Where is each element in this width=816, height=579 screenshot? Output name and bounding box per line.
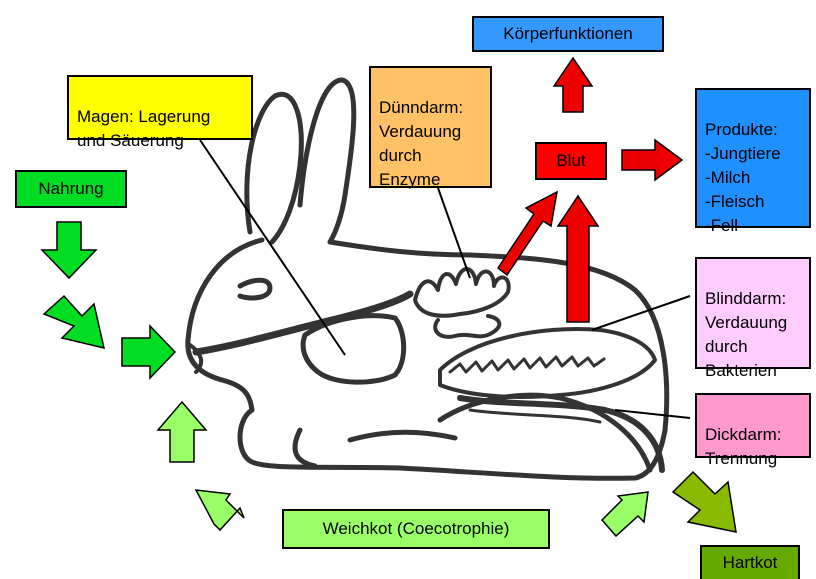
arrow-nahrung-diagonal — [44, 296, 104, 348]
rabbit-eye — [240, 280, 270, 298]
colon — [460, 398, 662, 470]
produkte-box: Produkte: -Jungtiere -Milch -Fleisch -Fe… — [695, 88, 811, 228]
magen-box: Magen: Lagerung und Säuerung — [67, 75, 253, 140]
pointer-blinddarm — [592, 296, 690, 330]
arrow-weichkot-to-mouth — [158, 402, 206, 462]
pointer-duenndarm — [438, 188, 470, 278]
duenndarm-label: Dünndarm: Verdauung durch Enzyme — [379, 98, 463, 189]
rabbit-head-outline — [188, 240, 262, 410]
arrow-nahrung-to-mouth — [122, 326, 175, 378]
blut-box: Blut — [535, 142, 607, 180]
duenndarm-box: Dünndarm: Verdauung durch Enzyme — [369, 66, 492, 188]
arrow-weichkot-up-left — [196, 490, 244, 530]
arrow-blut-to-koerperfunktionen — [554, 58, 592, 112]
pointer-magen — [200, 140, 345, 355]
rabbit-leg-line — [295, 430, 315, 466]
produkte-label: Produkte: -Jungtiere -Milch -Fleisch -Fe… — [705, 120, 781, 235]
nahrung-label: Nahrung — [38, 177, 103, 201]
hartkot-box: Hartkot — [700, 545, 800, 579]
dickdarm-box: Dickdarm: Trennung — [695, 393, 811, 458]
arrow-weichkot-from-anus — [602, 492, 648, 536]
hartkot-label: Hartkot — [723, 551, 778, 575]
small-intestine — [415, 269, 509, 316]
arrow-hartkot — [673, 472, 736, 532]
rabbit-ear-right — [300, 80, 354, 242]
arrow-nahrung-down — [42, 222, 96, 278]
dickdarm-label: Dickdarm: Trennung — [705, 425, 782, 468]
koerperfunktionen-box: Körperfunktionen — [472, 16, 664, 52]
weichkot-box: Weichkot (Coecotrophie) — [282, 509, 550, 549]
blut-label: Blut — [556, 149, 585, 173]
caecum — [440, 329, 655, 397]
blinddarm-label: Blinddarm: Verdauung durch Bakterien — [705, 289, 787, 380]
blinddarm-box: Blinddarm: Verdauung durch Bakterien — [695, 257, 811, 369]
koerperfunktionen-label: Körperfunktionen — [503, 22, 632, 46]
rabbit-leg-front — [350, 432, 455, 440]
arrow-caecum-to-blut — [558, 196, 598, 322]
colon-inner — [470, 410, 600, 422]
nahrung-box: Nahrung — [15, 170, 127, 208]
small-intestine-lower — [435, 316, 499, 337]
arrow-blut-to-produkte — [622, 140, 682, 180]
caecum-fringe — [450, 357, 604, 372]
weichkot-label: Weichkot (Coecotrophie) — [323, 517, 510, 541]
